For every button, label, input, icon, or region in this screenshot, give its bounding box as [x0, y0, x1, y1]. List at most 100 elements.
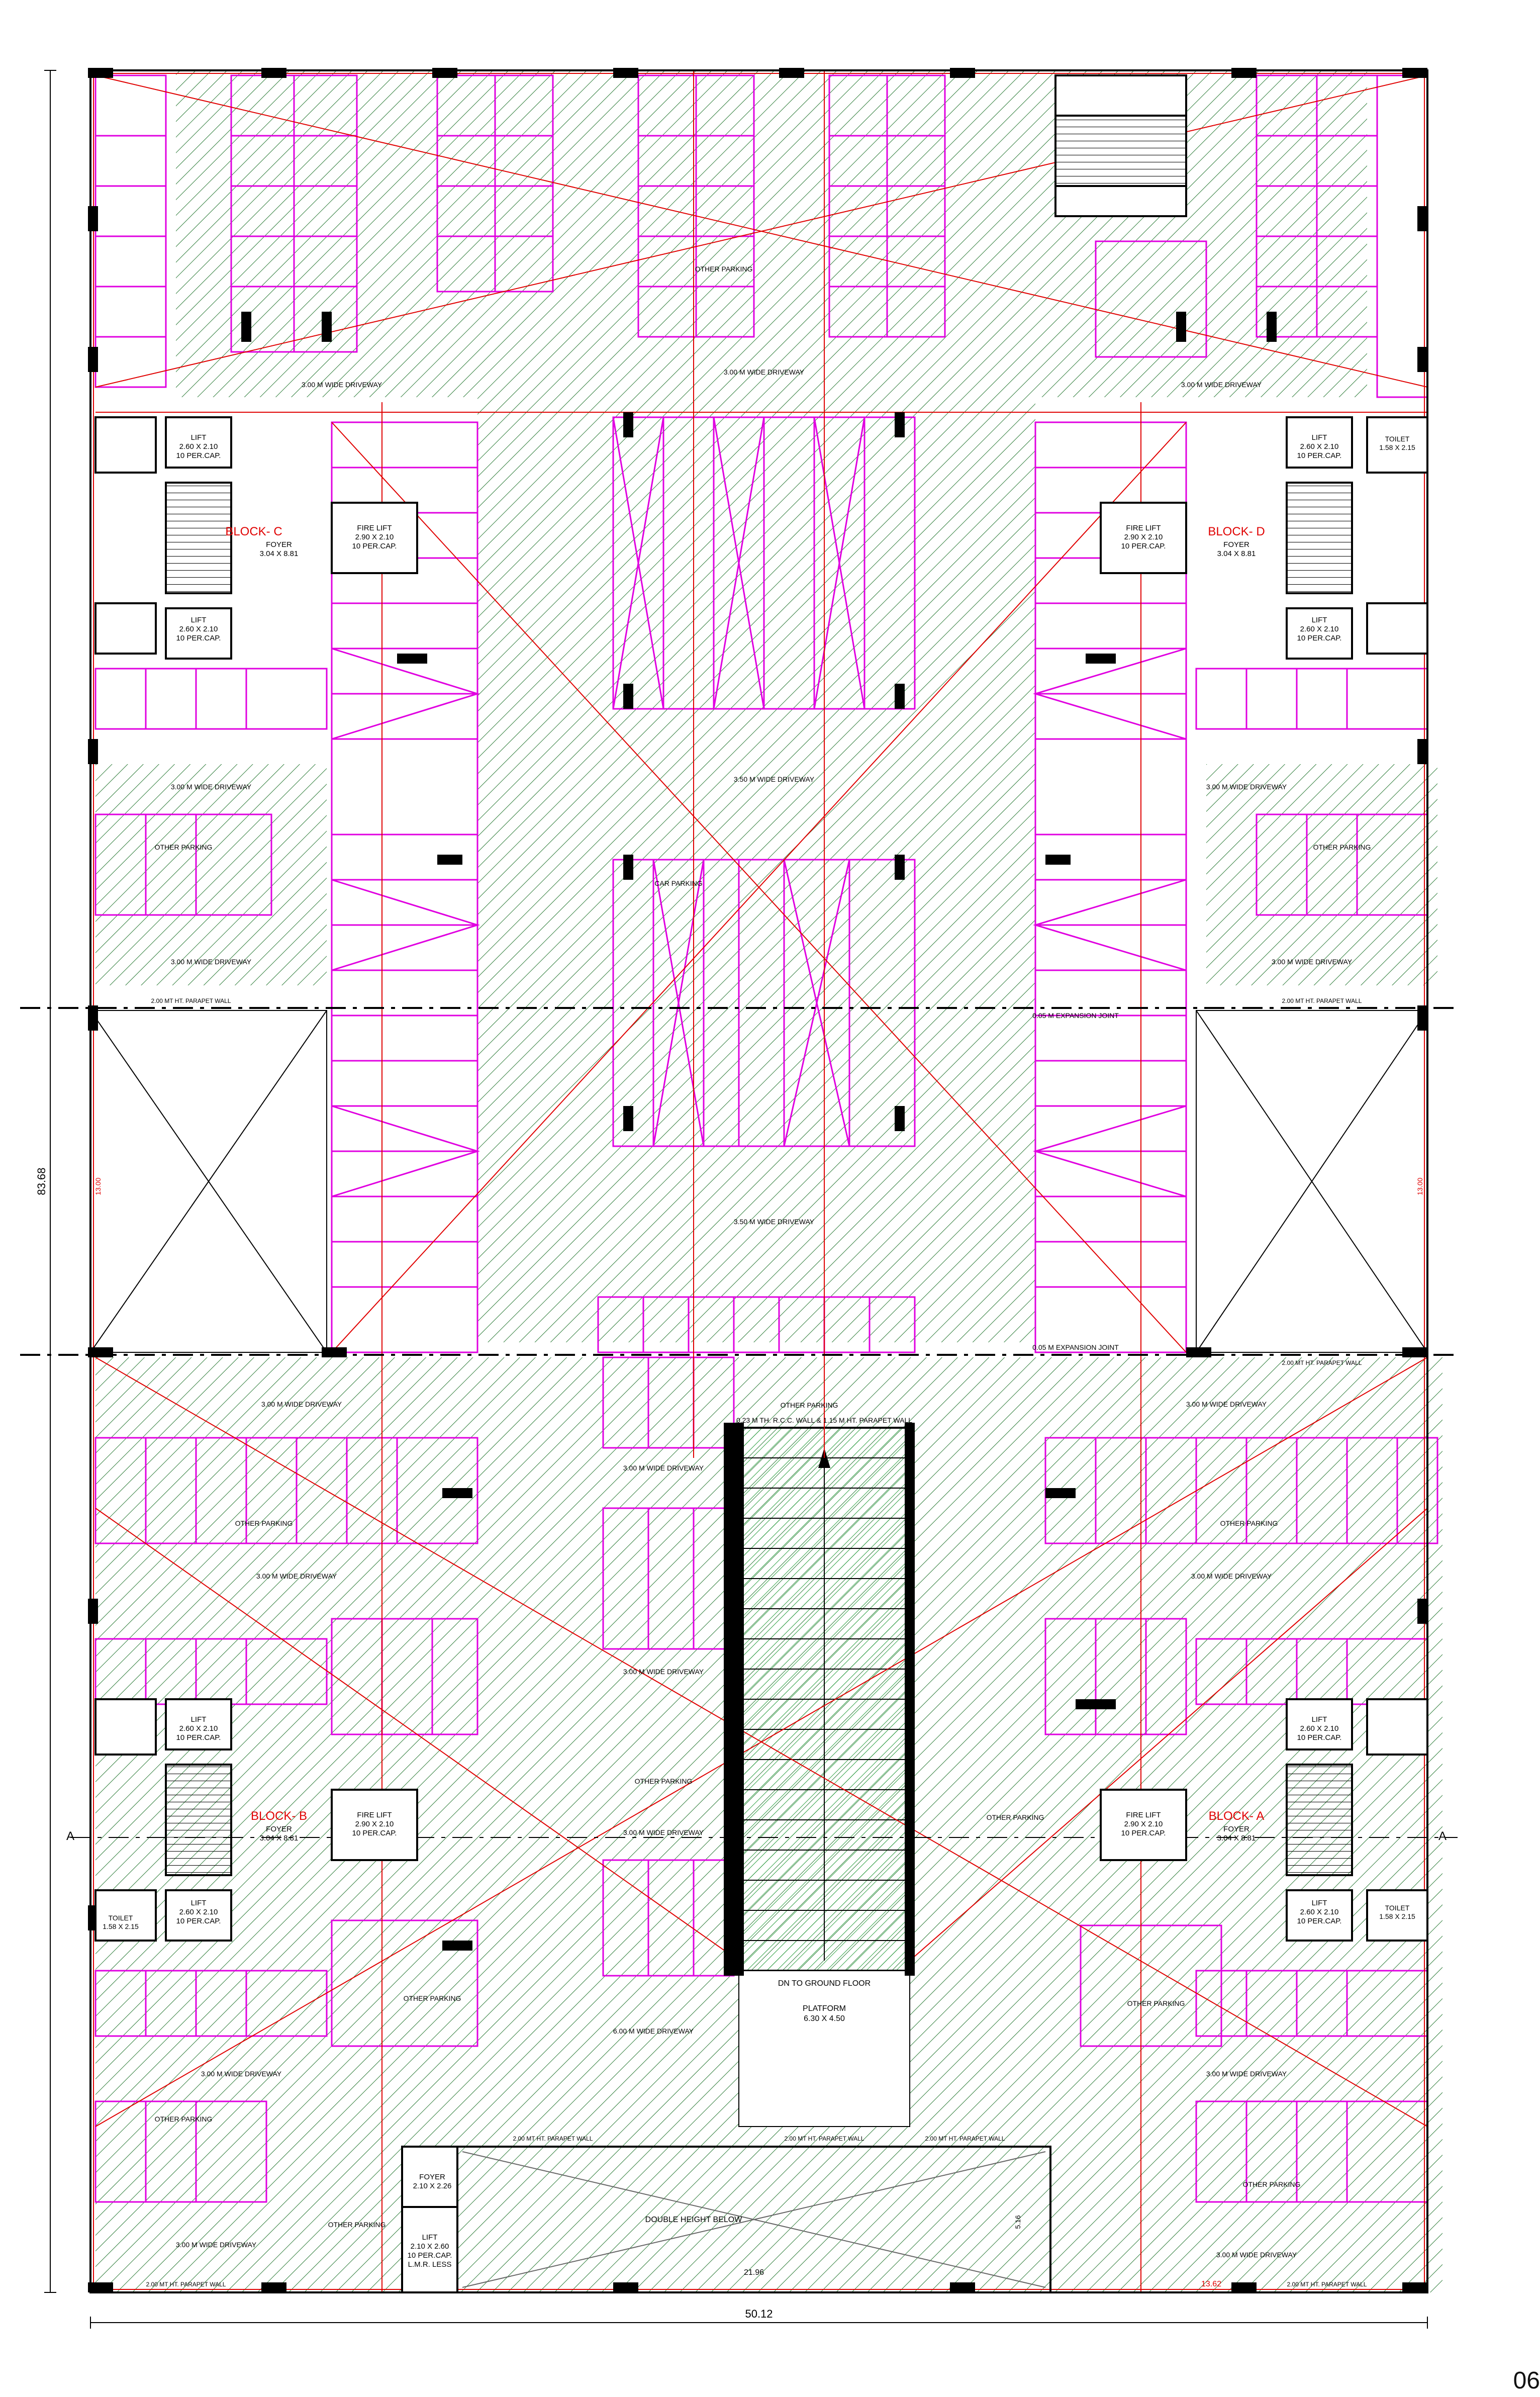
svg-text:2.00 MT HT. PARAPET WALL: 2.00 MT HT. PARAPET WALL	[925, 2135, 1005, 2142]
svg-text:3.00 M WIDE DRIVEWAY: 3.00 M WIDE DRIVEWAY	[1206, 783, 1287, 791]
structural-lines	[95, 70, 1428, 2292]
block-b-label: BLOCK- B	[251, 1809, 307, 1823]
svg-text:3.00 M WIDE DRIVEWAY: 3.00 M WIDE DRIVEWAY	[1216, 2251, 1297, 2259]
svg-text:A: A	[1438, 1829, 1447, 1843]
svg-text:2.90 X 2.10: 2.90 X 2.10	[1124, 1820, 1163, 1828]
svg-text:OTHER PARKING: OTHER PARKING	[1220, 1519, 1278, 1527]
svg-text:6.30 X 4.50: 6.30 X 4.50	[804, 2014, 845, 2023]
svg-text:FOYER: FOYER	[266, 540, 292, 549]
overall-height-dim: 83.68	[35, 1167, 48, 1195]
svg-text:2.90 X 2.10: 2.90 X 2.10	[1124, 533, 1163, 541]
svg-text:FIRE LIFT: FIRE LIFT	[357, 1811, 392, 1819]
svg-text:3.04 X 8.81: 3.04 X 8.81	[260, 1834, 299, 1842]
svg-text:2.60 X 2.10: 2.60 X 2.10	[1300, 1724, 1339, 1733]
svg-text:10 PER.CAP.: 10 PER.CAP.	[176, 634, 221, 642]
svg-text:2.10 X 2.26: 2.10 X 2.26	[413, 2182, 452, 2190]
svg-text:3.00 M WIDE DRIVEWAY: 3.00 M WIDE DRIVEWAY	[256, 1572, 337, 1580]
svg-text:0.05 M EXPANSION JOINT: 0.05 M EXPANSION JOINT	[1032, 1343, 1119, 1351]
svg-text:10 PER.CAP.: 10 PER.CAP.	[176, 1733, 221, 1742]
svg-text:3.00 M WIDE DRIVEWAY: 3.00 M WIDE DRIVEWAY	[1206, 2070, 1287, 2078]
svg-text:3.00 M WIDE DRIVEWAY: 3.00 M WIDE DRIVEWAY	[176, 2241, 257, 2249]
svg-text:10 PER.CAP.: 10 PER.CAP.	[176, 1917, 221, 1925]
svg-text:10 PER.CAP.: 10 PER.CAP.	[1297, 1733, 1342, 1742]
ramp	[738, 1427, 911, 1972]
svg-text:OTHER PARKING: OTHER PARKING	[328, 2221, 386, 2229]
svg-text:3.00 M WIDE DRIVEWAY: 3.00 M WIDE DRIVEWAY	[623, 1828, 704, 1836]
svg-text:3.00 M WIDE DRIVEWAY: 3.00 M WIDE DRIVEWAY	[302, 381, 382, 389]
core-b	[94, 1698, 418, 1942]
svg-text:3.00 M WIDE DRIVEWAY: 3.00 M WIDE DRIVEWAY	[623, 1464, 704, 1472]
svg-text:2.90 X 2.10: 2.90 X 2.10	[355, 1820, 394, 1828]
svg-text:3.00 M WIDE DRIVEWAY: 3.00 M WIDE DRIVEWAY	[1181, 381, 1262, 389]
svg-text:3.04 X 8.81: 3.04 X 8.81	[1217, 549, 1256, 558]
svg-text:5.16: 5.16	[1014, 2215, 1022, 2229]
svg-text:10 PER.CAP.: 10 PER.CAP.	[1297, 1917, 1342, 1925]
labels: BLOCK- C FOYER 3.04 X 8.81 BLOCK- D FOYE…	[66, 265, 1447, 2288]
svg-text:OTHER PARKING: OTHER PARKING	[155, 843, 213, 851]
svg-text:3.04 X 8.81: 3.04 X 8.81	[260, 549, 299, 558]
svg-text:2.60 X 2.10: 2.60 X 2.10	[1300, 625, 1339, 633]
svg-text:2.00 MT HT. PARAPET WALL: 2.00 MT HT. PARAPET WALL	[1282, 997, 1362, 1004]
core-d	[1100, 416, 1428, 660]
svg-text:3.00 M WIDE DRIVEWAY: 3.00 M WIDE DRIVEWAY	[724, 368, 805, 376]
core-bottom	[401, 2146, 458, 2293]
svg-text:FIRE LIFT: FIRE LIFT	[357, 524, 392, 532]
svg-text:10 PER.CAP.: 10 PER.CAP.	[352, 542, 397, 550]
svg-text:2.60 X 2.10: 2.60 X 2.10	[179, 1908, 218, 1916]
svg-text:3.50 M WIDE DRIVEWAY: 3.50 M WIDE DRIVEWAY	[734, 775, 815, 783]
svg-text:10 PER.CAP.: 10 PER.CAP.	[1121, 1829, 1166, 1837]
svg-text:10 PER.CAP.: 10 PER.CAP.	[1297, 634, 1342, 642]
svg-text:OTHER PARKING: OTHER PARKING	[695, 265, 753, 273]
svg-text:13.00: 13.00	[1416, 1177, 1424, 1195]
svg-text:FOYER: FOYER	[266, 1825, 292, 1833]
svg-text:2.00 MT HT. PARAPET WALL: 2.00 MT HT. PARAPET WALL	[513, 2135, 593, 2142]
svg-text:3.00 M WIDE DRIVEWAY: 3.00 M WIDE DRIVEWAY	[171, 958, 252, 966]
svg-text:OTHER PARKING: OTHER PARKING	[1243, 2180, 1301, 2188]
svg-text:3.00 M WIDE DRIVEWAY: 3.00 M WIDE DRIVEWAY	[1272, 958, 1353, 966]
svg-text:10 PER.CAP.: 10 PER.CAP.	[408, 2251, 452, 2260]
svg-text:LIFT: LIFT	[191, 433, 207, 442]
block-c-label: BLOCK- C	[225, 525, 282, 538]
svg-text:LIFT: LIFT	[1312, 616, 1327, 624]
svg-text:DOUBLE HEIGHT BELOW: DOUBLE HEIGHT BELOW	[645, 2216, 743, 2224]
svg-text:TOILET: TOILET	[1385, 1904, 1410, 1912]
svg-text:LIFT: LIFT	[422, 2233, 438, 2242]
svg-text:FOYER: FOYER	[1223, 1825, 1249, 1833]
svg-text:L.M.R. LESS: L.M.R. LESS	[408, 2260, 452, 2269]
svg-text:OTHER PARKING: OTHER PARKING	[781, 1401, 838, 1409]
svg-text:3.00 M WIDE DRIVEWAY: 3.00 M WIDE DRIVEWAY	[261, 1400, 342, 1408]
svg-text:1.58 X 2.15: 1.58 X 2.15	[1379, 443, 1415, 451]
svg-text:LIFT: LIFT	[191, 1899, 207, 1907]
svg-text:2.00 MT HT. PARAPET WALL: 2.00 MT HT. PARAPET WALL	[151, 997, 231, 1004]
svg-text:2.60 X 2.10: 2.60 X 2.10	[179, 625, 218, 633]
svg-text:2.00 MT HT. PARAPET WALL: 2.00 MT HT. PARAPET WALL	[785, 2135, 864, 2142]
svg-text:FIRE LIFT: FIRE LIFT	[1126, 1811, 1161, 1819]
svg-text:LIFT: LIFT	[1312, 1715, 1327, 1724]
svg-text:13.62: 13.62	[1201, 2280, 1221, 2288]
svg-text:LIFT: LIFT	[1312, 433, 1327, 442]
svg-text:2.90 X 2.10: 2.90 X 2.10	[355, 533, 394, 541]
svg-text:6.00 M WIDE DRIVEWAY: 6.00 M WIDE DRIVEWAY	[613, 2027, 694, 2035]
columns	[88, 68, 1427, 2292]
svg-text:2.00 MT HT. PARAPET WALL: 2.00 MT HT. PARAPET WALL	[1282, 1359, 1362, 1366]
core-a	[1100, 1698, 1428, 1942]
svg-text:A: A	[66, 1829, 74, 1843]
svg-text:2.60 X 2.10: 2.60 X 2.10	[179, 1724, 218, 1733]
svg-text:LIFT: LIFT	[1312, 1899, 1327, 1907]
svg-text:3.00 M WIDE DRIVEWAY: 3.00 M WIDE DRIVEWAY	[201, 2070, 282, 2078]
svg-text:OTHER PARKING: OTHER PARKING	[987, 1813, 1044, 1821]
svg-text:3.00 M WIDE DRIVEWAY: 3.00 M WIDE DRIVEWAY	[171, 783, 252, 791]
svg-text:3.00 M WIDE DRIVEWAY: 3.00 M WIDE DRIVEWAY	[1186, 1400, 1267, 1408]
block-a-label: BLOCK- A	[1209, 1809, 1265, 1823]
svg-text:2.60 X 2.10: 2.60 X 2.10	[1300, 1908, 1339, 1916]
open-bays	[90, 1010, 1428, 2293]
svg-text:LIFT: LIFT	[191, 1715, 207, 1724]
svg-text:1.58 X 2.15: 1.58 X 2.15	[1379, 1912, 1415, 1920]
svg-text:3.00 M WIDE DRIVEWAY: 3.00 M WIDE DRIVEWAY	[623, 1668, 704, 1676]
svg-text:OTHER PARKING: OTHER PARKING	[155, 2115, 213, 2123]
overall-dimensions	[44, 70, 1428, 2329]
svg-text:2.60 X 2.10: 2.60 X 2.10	[1300, 442, 1339, 451]
svg-text:CAR PARKING: CAR PARKING	[654, 879, 702, 887]
svg-text:10 PER.CAP.: 10 PER.CAP.	[1297, 451, 1342, 460]
block-d-label: BLOCK- D	[1208, 525, 1265, 538]
